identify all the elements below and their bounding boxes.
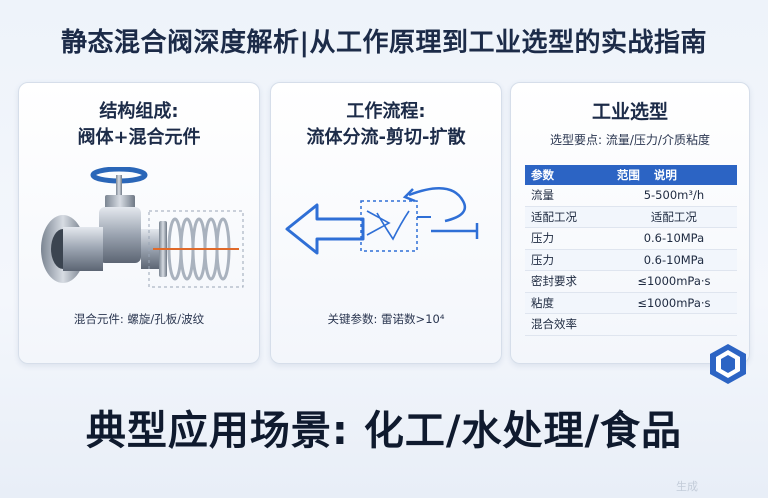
column-header: 参数	[525, 165, 611, 185]
return-arrow-icon	[402, 187, 479, 239]
workflow-heading: 工作流程:	[346, 101, 426, 122]
page-title: 静态混合阀深度解析|从工作原理到工业选型的实战指南	[61, 28, 707, 58]
param-cell: 适配工况	[525, 206, 611, 228]
range-cell: 适配工况	[610, 206, 737, 228]
workflow-subheading: 流体分流-剪切-扩散	[306, 127, 466, 148]
param-cell: 流量	[525, 185, 611, 207]
structure-caption: 混合元件: 螺旋/孔板/波纹	[73, 312, 205, 326]
param-cell: 粘度	[525, 292, 611, 314]
table-row: 密封要求≤1000mPa·s	[525, 270, 737, 293]
structure-subheading: 阀体+混合元件	[77, 127, 201, 148]
brand-logo-icon	[710, 344, 746, 384]
workflow-caption: 关键参数: 雷诺数>10⁴	[327, 312, 445, 326]
range-cell: 0.6-10MPa	[610, 227, 737, 250]
range-cell: 5-500m³/h	[610, 185, 737, 207]
param-cell: 密封要求	[525, 270, 611, 293]
column-header-note: 说明	[653, 168, 677, 182]
workflow-panel: 工作流程: 流体分流-剪切-扩散 关键参数: 雷诺数>10⁴	[270, 82, 502, 364]
range-cell: 0.6-10MPa	[610, 249, 737, 271]
param-cell: 压力	[525, 249, 611, 271]
arrow-left-icon	[285, 203, 365, 255]
flow-diagram	[285, 187, 479, 255]
structure-panel: 结构组成: 阀体+混合元件	[18, 82, 260, 364]
column-header: 范围 说明	[610, 165, 737, 185]
selection-subheading: 选型要点: 流量/压力/介质粘度	[550, 133, 710, 147]
table-header-row: 参数 范围 说明	[525, 165, 737, 185]
application-banner: 典型应用场景: 化工/水处理/食品	[85, 408, 683, 454]
watermark: 生成	[676, 480, 698, 493]
mixing-element-icon	[360, 200, 431, 252]
table-row: 粘度≤1000mPa·s	[525, 292, 737, 314]
selection-heading: 工业选型	[591, 101, 668, 123]
column-header-range: 范围	[616, 168, 640, 182]
range-cell: ≤1000mPa·s	[610, 292, 737, 314]
table-row: 混合效率	[525, 313, 737, 336]
param-cell: 压力	[525, 227, 611, 250]
table-row: 适配工况适配工况	[525, 206, 737, 228]
valve-icon	[41, 167, 244, 288]
range-cell	[610, 313, 737, 336]
structure-heading: 结构组成:	[99, 101, 179, 122]
param-cell: 混合效率	[525, 313, 611, 336]
range-cell: ≤1000mPa·s	[610, 270, 737, 293]
